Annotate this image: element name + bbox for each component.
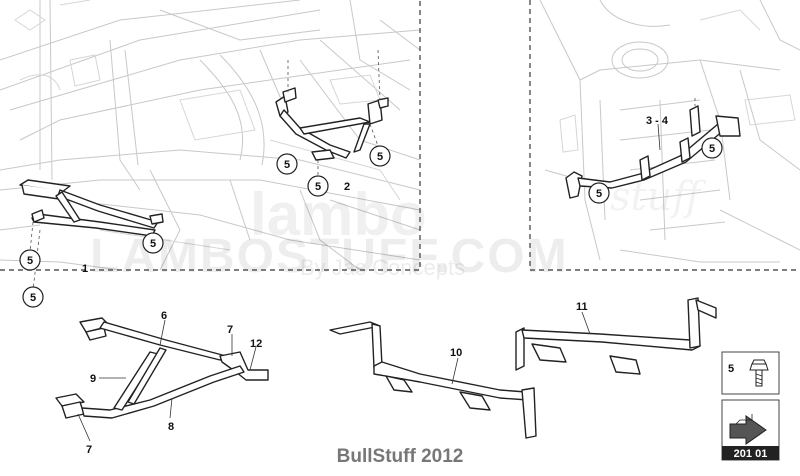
svg-text:5: 5 bbox=[150, 238, 156, 250]
assembly-label-1: 1 bbox=[82, 263, 88, 275]
part-label-7-upper: 7 bbox=[227, 324, 233, 336]
part-label-7-lower: 7 bbox=[86, 444, 92, 456]
callout-4: 5 bbox=[142, 232, 164, 254]
watermark-line2: LAMBOSTUFF.COM bbox=[90, 230, 569, 283]
part-label-11: 11 bbox=[576, 301, 588, 313]
page-reference-box: 201 01 bbox=[721, 399, 780, 461]
assembly-3-4-bracket bbox=[565, 98, 741, 199]
footer-caption: BullStuff 2012 bbox=[336, 446, 464, 467]
watermark: lambo stuff LAMBOSTUFF.COM By Jas Concep… bbox=[90, 174, 707, 283]
assembly-2-bracket bbox=[275, 49, 389, 176]
svg-text:5: 5 bbox=[30, 292, 36, 304]
callout-7: 5 bbox=[701, 137, 723, 159]
part-11-bracket bbox=[515, 297, 717, 375]
leader-lines bbox=[77, 123, 661, 442]
part-10-bracket bbox=[329, 321, 537, 439]
part-label-8: 8 bbox=[168, 421, 174, 433]
legend-box-part-5: 5 bbox=[721, 351, 780, 395]
arrow-icon bbox=[729, 414, 767, 445]
screw-icon bbox=[749, 359, 769, 387]
part-label-12: 12 bbox=[250, 338, 262, 350]
assembly-1-bracket bbox=[19, 179, 164, 291]
svg-text:5: 5 bbox=[596, 188, 602, 200]
page-code: 201 01 bbox=[734, 448, 768, 460]
part-label-9: 9 bbox=[90, 373, 96, 385]
watermark-line4: By Jas Concepts bbox=[300, 255, 465, 280]
part-label-6: 6 bbox=[161, 310, 167, 322]
callout-5: 5 bbox=[19, 249, 41, 271]
watermark-line1: lambo bbox=[250, 181, 427, 248]
left-section-border bbox=[0, 0, 421, 271]
callout-6: 5 bbox=[22, 286, 44, 308]
legend-part-number: 5 bbox=[728, 363, 734, 375]
svg-text:5: 5 bbox=[315, 181, 321, 193]
svg-text:5: 5 bbox=[709, 143, 715, 155]
right-background-sketch bbox=[539, 0, 800, 263]
svg-text:5: 5 bbox=[284, 159, 290, 171]
svg-text:5: 5 bbox=[27, 255, 33, 267]
assembly-label-2: 2 bbox=[344, 181, 350, 193]
callout-2: 5 bbox=[307, 175, 329, 197]
callout-3: 5 bbox=[369, 145, 391, 167]
callout-1: 5 bbox=[276, 153, 298, 175]
assembly-label-3-4: 3 - 4 bbox=[646, 115, 669, 127]
callout-8: 5 bbox=[588, 182, 610, 204]
part-label-10: 10 bbox=[450, 347, 462, 359]
right-section-border bbox=[529, 0, 800, 271]
svg-text:5: 5 bbox=[377, 151, 383, 163]
